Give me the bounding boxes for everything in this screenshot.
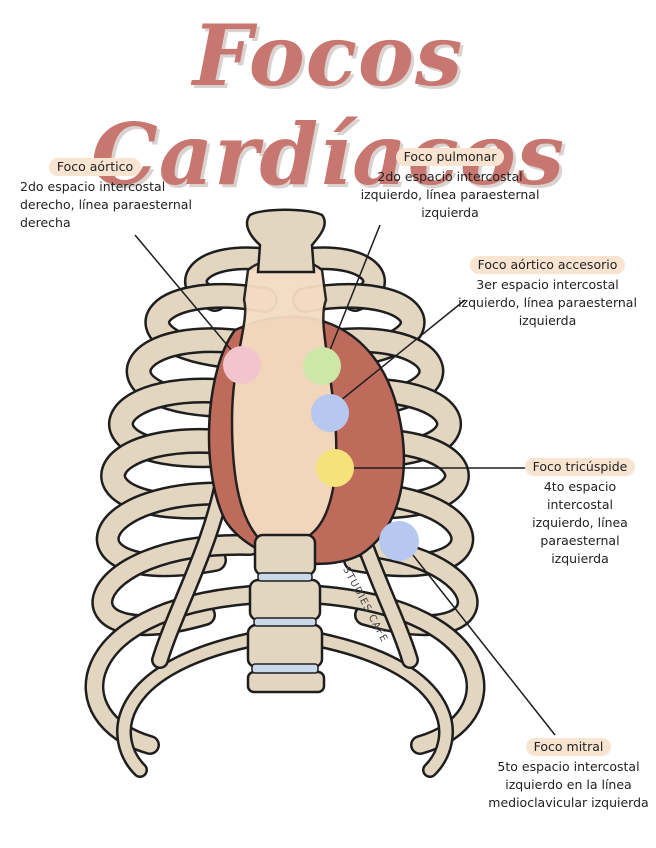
foco-pulmonar-description: 2do espacio intercostal izquierdo, línea… bbox=[360, 169, 540, 220]
foco-mitral-marker bbox=[379, 521, 419, 561]
foco-mitral-label: Foco mitral bbox=[525, 738, 612, 756]
leader-line-foco-mitral bbox=[404, 544, 556, 736]
foco-aortico-accesorio-label: Foco aórtico accesorio bbox=[469, 256, 626, 274]
intervertebral-discs bbox=[251, 572, 319, 674]
manubrium bbox=[245, 208, 326, 274]
leader-line-foco-aortico-accesorio bbox=[334, 299, 466, 406]
foco-mitral-description: 5to espacio intercostal izquierdo en la … bbox=[488, 759, 649, 810]
foco-tricuspide-description: 4to espacio intercostal izquierdo, línea… bbox=[532, 479, 628, 566]
foco-aortico-accesorio-description: 3er espacio intercostal izquierdo, línea… bbox=[458, 277, 637, 328]
leader-line-foco-pulmonar bbox=[325, 224, 381, 361]
foco-aortico-description: 2do espacio intercostal derecho, línea p… bbox=[20, 179, 192, 230]
spine bbox=[246, 533, 326, 694]
foco-aortico-marker bbox=[223, 346, 261, 384]
foco-mitral-note: Foco mitral 5to espacio intercostal izqu… bbox=[486, 738, 651, 812]
page-title: Focos Cardíacos bbox=[90, 6, 566, 204]
left-ribs bbox=[84, 246, 282, 778]
leader-line-foco-aortico bbox=[134, 234, 239, 359]
foco-aortico-label: Foco aórtico bbox=[48, 158, 142, 176]
foco-pulmonar-label: Foco pulmonar bbox=[395, 148, 505, 166]
foco-tricuspide-marker bbox=[316, 449, 354, 487]
foco-tricuspide-note: Foco tricúspide 4to espacio intercostal … bbox=[510, 458, 650, 568]
foco-aortico-accesorio-marker bbox=[311, 394, 349, 432]
foco-tricuspide-label: Foco tricúspide bbox=[524, 458, 636, 476]
foco-aortico-accesorio-note: Foco aórtico accesorio 3er espacio inter… bbox=[455, 256, 640, 330]
foco-pulmonar-marker bbox=[303, 347, 341, 385]
foco-pulmonar-note: Foco pulmonar 2do espacio intercostal iz… bbox=[345, 148, 555, 222]
foco-aortico-note: Foco aórtico 2do espacio intercostal der… bbox=[20, 158, 210, 232]
